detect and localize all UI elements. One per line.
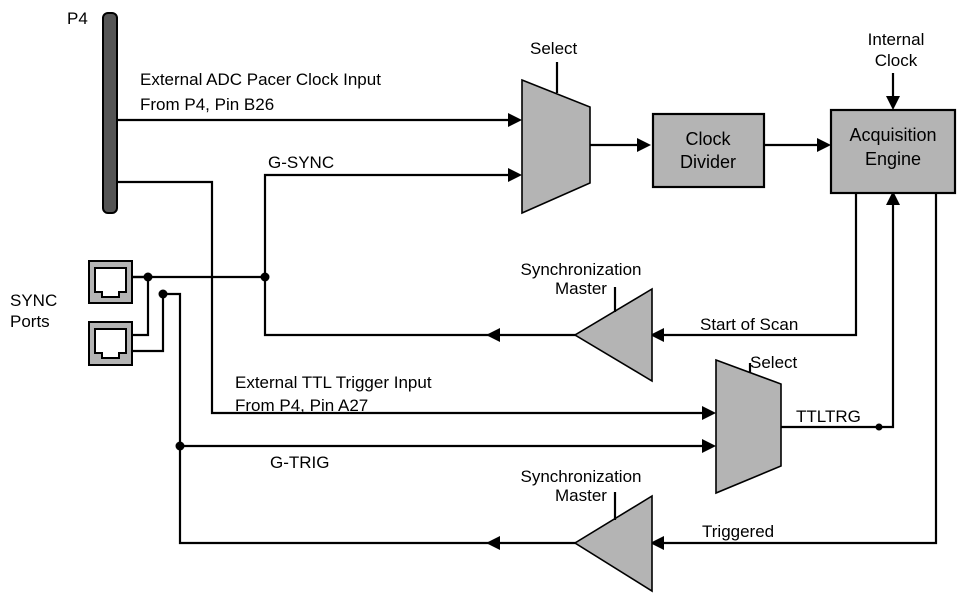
jack-socket-icon [94, 267, 127, 298]
wire-ext-ttl-trigger [117, 180, 708, 415]
clock-divider-line2: Divider [680, 152, 736, 172]
internal-clock-line1: Internal [868, 30, 925, 49]
clock-divider-block [651, 112, 766, 189]
arrow-into-mux-top-lower [508, 168, 522, 182]
ext-ttl-label-line2: From P4, Pin A27 [235, 396, 368, 415]
wire-start-of-scan [657, 193, 858, 337]
arrow-into-mux-bottom-upper [702, 406, 716, 420]
arrow-g-sync-return [486, 328, 500, 342]
sync-ports-label-line1: SYNC [10, 291, 57, 310]
sync-port-b [88, 321, 133, 366]
p4-label: P4 [67, 9, 88, 28]
triggered-label: Triggered [702, 522, 774, 541]
wire-ttltrg [781, 200, 895, 429]
junction-dots [143, 272, 883, 451]
sync-master-top-line2: Master [555, 279, 607, 298]
clock-divider-line1: Clock [685, 129, 731, 149]
arrowheads [486, 96, 900, 550]
junction-ttltrg [875, 423, 883, 431]
arrow-into-mux-top-upper [508, 113, 522, 127]
arrow-internal-clock [886, 96, 900, 110]
ext-adc-label-line2: From P4, Pin B26 [140, 95, 274, 114]
sync-port-a [88, 260, 133, 304]
start-of-scan-label: Start of Scan [700, 315, 798, 334]
mux-bottom [715, 358, 782, 495]
acquisition-engine-line2: Engine [865, 149, 921, 169]
arrow-g-trig-return [486, 536, 500, 550]
sync-master-bottom-triangle [573, 494, 653, 593]
sync-master-top-line1: Synchronization [521, 260, 642, 279]
internal-clock-line2: Clock [875, 51, 918, 70]
arrow-into-sync-master-bottom [650, 536, 664, 550]
wire-port-b [132, 294, 165, 353]
acquisition-engine-line1: Acquisition [849, 125, 936, 145]
sync-ports-label-line2: Ports [10, 312, 50, 331]
mux-top-select-label: Select [530, 39, 578, 58]
wire-g-trig-master [163, 292, 577, 545]
mux-top [521, 78, 591, 215]
sync-master-top-triangle [573, 287, 653, 383]
ext-adc-label-line1: External ADC Pacer Clock Input [140, 70, 381, 89]
g-trig-label: G-TRIG [270, 453, 330, 472]
wire-port-a [132, 275, 150, 337]
sync-master-bottom-line1: Synchronization [521, 467, 642, 486]
mux-bottom-select-label: Select [750, 353, 798, 372]
arrow-into-divider [637, 138, 651, 152]
wire-triggered [657, 193, 938, 545]
sync-master-bottom-line2: Master [555, 486, 607, 505]
arrow-into-sync-master-top [650, 328, 664, 342]
ttltrg-label: TTLTRG [796, 407, 861, 426]
junction-port-b [158, 289, 168, 299]
jack-socket-icon [94, 328, 127, 359]
acquisition-engine-block [829, 108, 957, 195]
junction-g-sync [260, 272, 270, 282]
wire-g-sync [263, 173, 577, 337]
arrow-into-engine-bottom [886, 191, 900, 205]
wires [117, 73, 938, 545]
p4-connector-bar [102, 12, 118, 214]
junction-g-trig [175, 441, 185, 451]
ext-ttl-label-line1: External TTL Trigger Input [235, 373, 432, 392]
g-sync-label: G-SYNC [268, 153, 334, 172]
junction-port-a [143, 272, 153, 282]
arrow-into-mux-bottom-lower [702, 439, 716, 453]
arrow-into-engine [817, 138, 831, 152]
